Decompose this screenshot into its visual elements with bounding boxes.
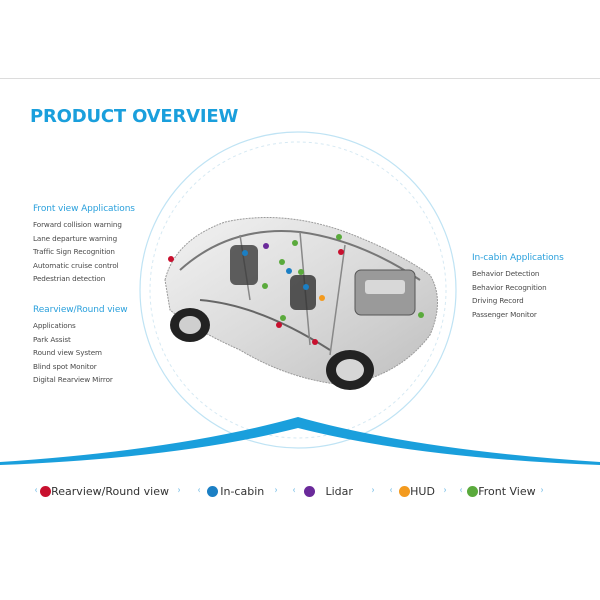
hud-dot-icon — [399, 485, 411, 497]
inner-dashed-ring — [149, 141, 447, 439]
in-cabin-item: Driving Record — [472, 296, 524, 305]
chevron-right-icon: › — [540, 485, 544, 496]
in-cabin-item: Passenger Monitor — [472, 309, 537, 319]
front-view-item: Traffic Sign Recognition — [33, 247, 115, 256]
chevron-left-icon: ‹ — [459, 485, 463, 496]
front-view-dot-icon — [467, 485, 479, 497]
rearview-heading: Rearview/Round view — [33, 305, 128, 315]
in-cabin-item: Behavior Detection — [472, 269, 540, 278]
rearview-item: Blind spot Monitor — [33, 361, 97, 371]
legend-label: Lidar — [325, 484, 353, 498]
in-cabin-section: In-cabin Applications Behavior Detection… — [472, 253, 564, 321]
sensor-markers — [168, 234, 424, 345]
legend-label: HUD — [410, 484, 435, 498]
chevron-left-icon: ‹ — [292, 485, 296, 496]
chevron-right-icon: › — [371, 485, 375, 496]
legend-item-front-view[interactable]: ‹ Front View › — [459, 485, 544, 498]
front-view-item: Automatic cruise control — [33, 260, 119, 270]
legend-label: Front View — [478, 484, 536, 498]
bottom-wave-shape — [0, 417, 600, 465]
chevron-right-icon: › — [177, 485, 181, 496]
chevron-left-icon: ‹ — [34, 485, 38, 496]
front-view-item: Pedestrian detection — [33, 274, 106, 283]
rearview-item: Digital Rearview Mirror — [33, 375, 113, 384]
in-cabin-item: Behavior Recognition — [472, 282, 547, 292]
chevron-left-icon: ‹ — [389, 485, 393, 496]
lidar-dot-icon — [304, 485, 316, 497]
rearview-dot-icon — [40, 485, 52, 497]
legend-label: Rearview/Round view — [51, 484, 169, 498]
in-cabin-heading: In-cabin Applications — [472, 253, 564, 263]
front-view-heading: Front view Applications — [33, 204, 135, 214]
legend-item-rearview[interactable]: ‹ Rearview/Round view › — [34, 485, 181, 498]
sensor-legend: ‹ Rearview/Round view › ‹ In-cabin › ‹ L… — [34, 482, 544, 500]
rearview-item: Round view System — [33, 348, 102, 357]
outer-ring — [139, 131, 457, 449]
legend-item-lidar[interactable]: ‹ Lidar › — [292, 485, 375, 498]
front-view-section: Front view Applications Forward collisio… — [33, 204, 135, 286]
rearview-item: Applications — [33, 321, 76, 330]
chevron-left-icon: ‹ — [197, 485, 201, 496]
page-title: PRODUCT OVERVIEW — [30, 106, 239, 127]
legend-item-in-cabin[interactable]: ‹ In-cabin › — [197, 485, 278, 498]
rearview-section: Rearview/Round view Applications Park As… — [33, 305, 128, 387]
chevron-right-icon: › — [443, 485, 447, 496]
legend-item-hud[interactable]: ‹ HUD › — [389, 485, 447, 498]
rearview-item: Park Assist — [33, 334, 71, 344]
in-cabin-dot-icon — [207, 485, 219, 497]
front-view-item: Lane departure warning — [33, 233, 118, 243]
legend-label: In-cabin — [220, 484, 265, 498]
front-view-item: Forward collision warning — [33, 220, 122, 229]
header-divider — [0, 78, 600, 79]
chevron-right-icon: › — [274, 485, 278, 496]
